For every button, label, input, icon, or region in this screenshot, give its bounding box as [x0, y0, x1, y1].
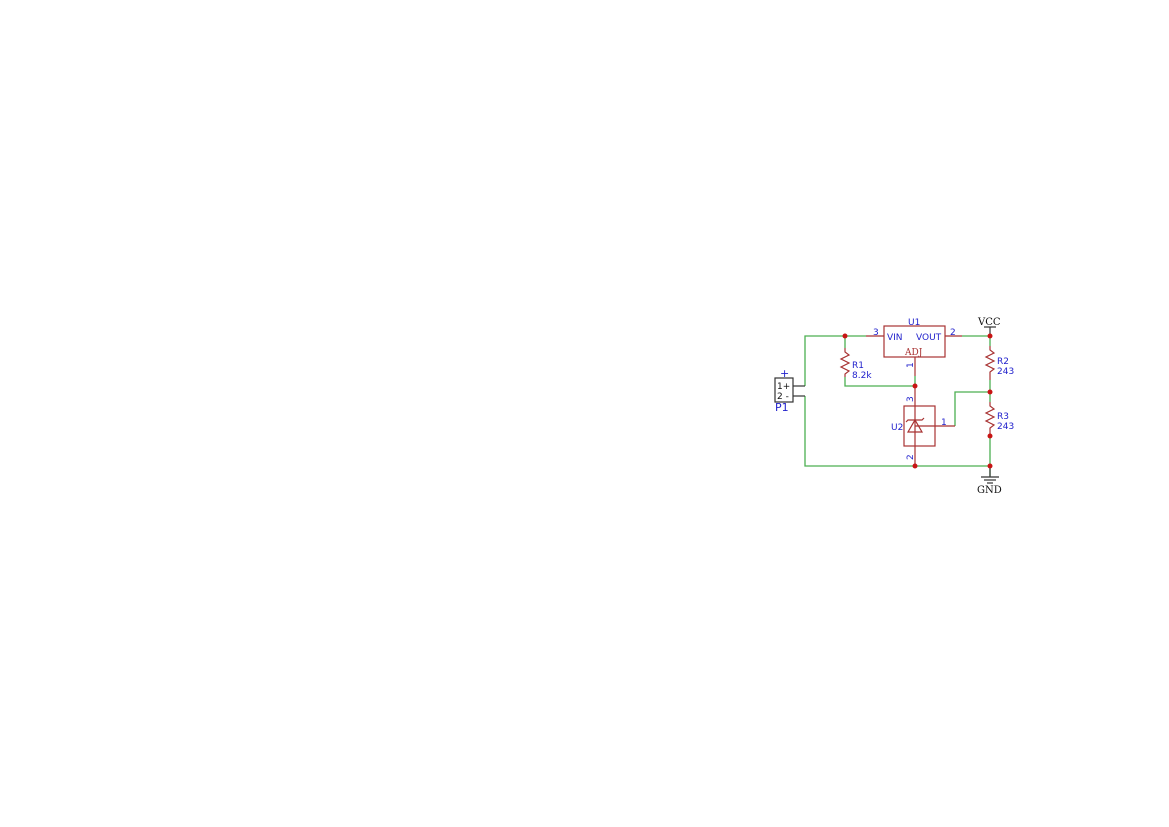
pin-vin-num: 3: [873, 328, 879, 338]
junction-dot: [987, 389, 993, 395]
junction-dot: [912, 383, 918, 389]
reference-ref: U2: [891, 423, 903, 433]
pin-adj-label: ADJ: [904, 348, 923, 358]
resistor-r3[interactable]: R3 243: [984, 402, 1014, 436]
resistor-value: 243: [997, 422, 1014, 432]
pin-label-1: 1+: [777, 382, 790, 392]
resistor-zigzag: [984, 346, 996, 380]
pin-right-num: 1: [941, 418, 947, 428]
vcc-symbol[interactable]: VCC: [977, 317, 1001, 336]
pin-vout-label: VOUT: [916, 333, 942, 343]
gnd-label: GND: [977, 485, 1002, 496]
regulator-u1[interactable]: U1 VIN VOUT ADJ 3 2 1: [866, 318, 962, 376]
connector-p1[interactable]: + 1+ 2 - P1: [774, 367, 805, 414]
pin-label-2: 2 -: [777, 392, 789, 402]
pin-bottom-num: 2: [906, 454, 916, 460]
junction-dot: [987, 333, 993, 339]
connector-body: [774, 377, 794, 403]
wire-vin: [804, 335, 866, 386]
junction-dot: [912, 463, 918, 469]
vcc-label: VCC: [977, 317, 1001, 328]
zener-bar-icon: [905, 417, 925, 423]
connector-ref: P1: [775, 401, 789, 414]
polarity-mark: +: [780, 367, 789, 380]
pin-top-num: 3: [906, 396, 916, 402]
resistor-zigzag: [839, 348, 851, 377]
pin-adj-num: 1: [906, 362, 916, 368]
junction-dot: [987, 433, 993, 439]
resistor-ref: R2: [997, 357, 1009, 367]
resistor-value: 8.2k: [852, 371, 872, 381]
wire-r1-adj: [844, 377, 915, 387]
resistor-r2[interactable]: R2 243: [984, 346, 1014, 380]
junction-dot: [842, 333, 848, 339]
wire-ref: [954, 391, 990, 426]
reference-u2[interactable]: U2 3 1 2: [891, 386, 955, 466]
resistor-ref: R3: [997, 412, 1009, 422]
regulator-body: [883, 325, 946, 358]
pin-vout-num: 2: [950, 328, 956, 338]
junction-dot: [987, 463, 993, 469]
regulator-ref: U1: [908, 318, 920, 328]
resistor-ref: R1: [852, 361, 864, 371]
junctions: [842, 333, 993, 469]
pin-vin-label: VIN: [887, 333, 903, 343]
resistor-value: 243: [997, 367, 1014, 377]
resistor-zigzag: [984, 402, 996, 436]
resistor-r1[interactable]: R1 8.2k: [839, 348, 872, 381]
wire-gnd: [804, 396, 990, 467]
